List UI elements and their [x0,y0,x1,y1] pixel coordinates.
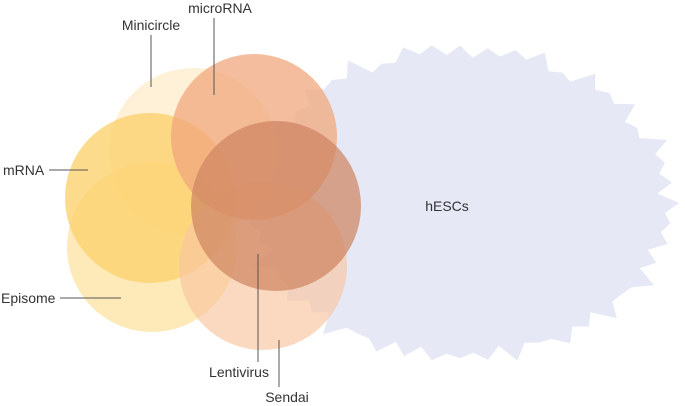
minicircle-label: Minicircle [122,17,181,33]
hescs-colony-shape [242,45,680,361]
microrna-label: microRNA [188,0,252,16]
hescs-label: hESCs [425,198,469,214]
sendai-label: Sendai [265,389,309,405]
lentivirus-label: Lentivirus [209,364,269,380]
episome-label: Episome [1,290,56,306]
mrna-label: mRNA [3,162,45,178]
lentivirus-circle [191,121,361,291]
